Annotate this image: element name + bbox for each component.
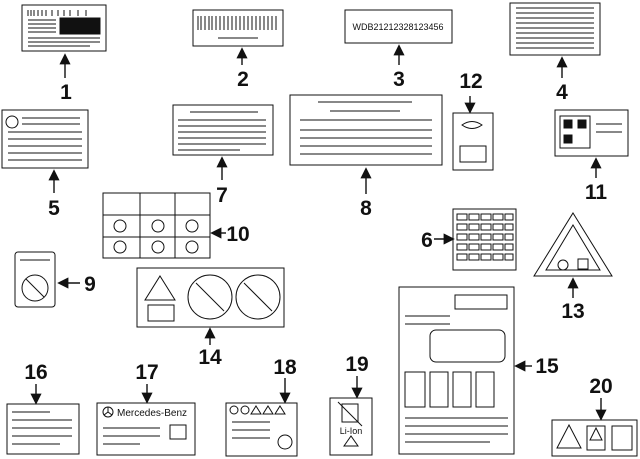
label-6-fuse-chart [452,208,517,271]
brand-text: Mercedes-Benz [117,408,187,419]
callout-14: 14 [198,346,222,369]
callout-10: 10 [226,223,249,246]
label-1-barcode [21,4,107,52]
callout-3: 3 [393,68,405,91]
callout-6: 6 [421,229,433,252]
label-12-headlamp [452,112,494,171]
callout-18: 18 [273,356,297,379]
label-2-barcode-strip [192,9,284,47]
label-4-barcode [509,2,601,56]
callout-2: 2 [237,68,249,91]
label-13-triangle-warning [533,212,613,277]
callout-16: 16 [24,361,47,384]
label-9-warning [14,251,56,308]
label-10-airbag [102,192,211,259]
callout-11: 11 [585,181,608,204]
recycle-text: Li-Ion [340,426,363,436]
label-15-fuse-box [398,286,515,455]
label-3-vin [344,9,453,44]
label-8-text-block [289,94,443,166]
label-17-brand [96,402,196,456]
label-5-info [1,109,89,169]
label-11-qr [554,109,629,157]
label-14-pictograms [136,267,285,328]
callout-19: 19 [345,353,368,376]
callout-9: 9 [84,273,96,296]
callout-5: 5 [48,197,60,220]
label-20-warning-strip [551,419,638,457]
label-16-text [6,403,80,455]
callout-8: 8 [360,197,372,220]
callout-4: 4 [556,81,568,104]
callout-12: 12 [459,70,482,93]
callout-1: 1 [60,81,72,104]
callout-15: 15 [535,355,559,378]
vin-text: WDB21212328123456 [352,22,443,32]
label-19-recycle [329,397,373,456]
callout-13: 13 [561,300,584,323]
callout-17: 17 [135,361,158,384]
callout-20: 20 [589,375,612,398]
label-7-spec [172,104,274,156]
label-18-pictogram-grid [225,402,298,457]
callout-7: 7 [216,184,228,207]
